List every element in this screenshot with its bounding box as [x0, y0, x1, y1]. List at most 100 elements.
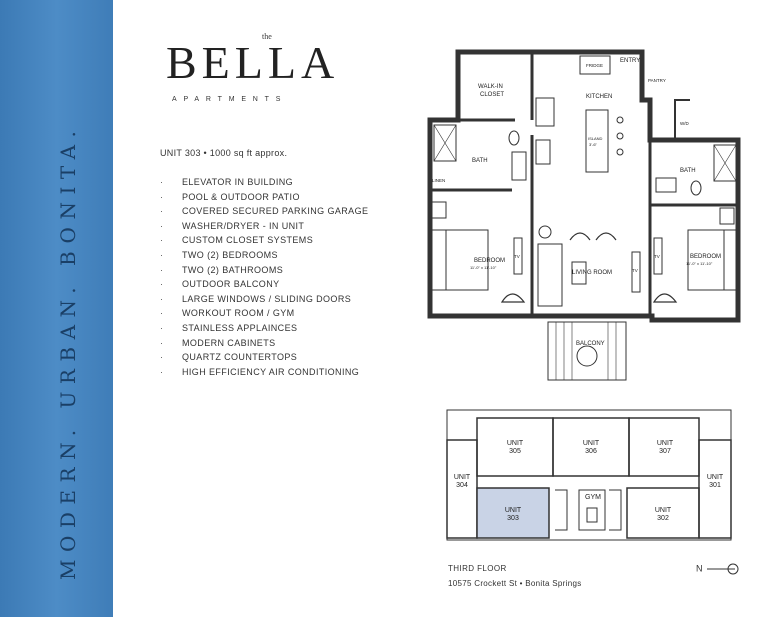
- feature-item: ·COVERED SECURED PARKING GARAGE: [160, 204, 368, 219]
- unit-302-num: 302: [657, 515, 669, 522]
- third-floor-plan: UNIT 305 UNIT 306 UNIT 307 UNIT 304 UNIT…: [446, 409, 732, 541]
- unit-307-box: [628, 417, 700, 477]
- fridge-box: [579, 55, 611, 75]
- unit-306-word: UNIT: [583, 440, 600, 447]
- unit-307-num: 307: [659, 448, 671, 455]
- bullet: ·: [160, 264, 164, 275]
- address: 10575 Crockett St • Bonita Springs: [448, 579, 582, 588]
- unit-305-box: [476, 417, 554, 477]
- unit-303-word: UNIT: [505, 507, 522, 514]
- feature-item: ·POOL & OUTDOOR PATIO: [160, 190, 368, 205]
- label-tv-left: TV: [514, 254, 520, 259]
- label-bedroom-left: BEDROOM: [474, 258, 505, 264]
- balcony-table: [576, 345, 598, 367]
- bullet: ·: [160, 249, 164, 260]
- feature-item: ·OUTDOOR BALCONY: [160, 277, 368, 292]
- label-linen: LINEN: [432, 178, 445, 183]
- unit-304-box: [446, 439, 478, 539]
- side-band: MODERN. URBAN. BONITA.: [0, 0, 113, 617]
- feature-item: ·WORKOUT ROOM / GYM: [160, 306, 368, 321]
- unit-303-box: [476, 487, 550, 539]
- range: [535, 97, 555, 127]
- bullet: ·: [160, 308, 164, 319]
- chair-left: [500, 293, 526, 303]
- toilet: [690, 180, 702, 196]
- unit-306-box: [552, 417, 630, 477]
- unit-307-word: UNIT: [657, 440, 674, 447]
- bullet: ·: [160, 293, 164, 304]
- vanity: [655, 177, 677, 193]
- unit-303-num: 303: [507, 515, 519, 522]
- unit-305-num: 305: [509, 448, 521, 455]
- feature-list: ·ELEVATOR IN BUILDING ·POOL & OUTDOOR PA…: [160, 175, 368, 379]
- feature-item: ·TWO (2) BEDROOMS: [160, 248, 368, 263]
- label-fridge: FRIDGE: [586, 63, 603, 68]
- feature-item: ·MODERN CABINETS: [160, 336, 368, 351]
- gym-label: GYM: [585, 494, 601, 501]
- balcony-deck: [547, 321, 627, 381]
- tagline: MODERN. URBAN. BONITA.: [56, 123, 80, 580]
- unit-305-word: UNIT: [507, 440, 524, 447]
- bullet: ·: [160, 279, 164, 290]
- logo-the: the: [262, 32, 272, 41]
- label-bath-left: BATH: [472, 158, 488, 164]
- unit-304-num: 304: [456, 482, 468, 489]
- label-wd: W/D: [680, 121, 689, 126]
- vanity: [511, 151, 527, 181]
- label-kitchen: KITCHEN: [586, 94, 612, 100]
- outer-walls: [427, 49, 741, 323]
- logo-subtitle: APARTMENTS: [172, 96, 288, 103]
- unit-302-box: [626, 487, 700, 539]
- unit-floor-plan: WALK-IN CLOSET FRIDGE ENTRY PANTRY KITCH…: [427, 49, 741, 381]
- feature-item: ·LARGE WINDOWS / SLIDING DOORS: [160, 292, 368, 307]
- bullet: ·: [160, 191, 164, 202]
- label-bedroom-left-dim: 11'-0" x 11'-10": [470, 265, 497, 270]
- shower: [713, 144, 737, 182]
- unit-304-word: UNIT: [454, 474, 471, 481]
- feature-item: ·CUSTOM CLOSET SYSTEMS: [160, 233, 368, 248]
- wd-wall: [674, 99, 690, 140]
- bullet: ·: [160, 337, 164, 348]
- logo-name: BELLA: [166, 37, 340, 88]
- gym-box: [578, 489, 606, 531]
- shower: [433, 124, 457, 162]
- bullet: ·: [160, 235, 164, 246]
- label-bath-right: BATH: [680, 168, 696, 174]
- label-closet: CLOSET: [480, 92, 504, 98]
- unit-301-box: [698, 439, 732, 539]
- bullet: ·: [160, 177, 164, 187]
- label-walk-in: WALK-IN: [478, 84, 503, 90]
- feature-item: ·QUARTZ COUNTERTOPS: [160, 350, 368, 365]
- label-living-room: LIVING ROOM: [572, 270, 612, 276]
- north-arrow: N: [696, 563, 741, 575]
- bullet: ·: [160, 206, 164, 217]
- bullet: ·: [160, 220, 164, 231]
- chair-right: [652, 293, 678, 303]
- label-bedroom-right: BEDROOM: [690, 254, 721, 260]
- label-balcony: BALCONY: [576, 341, 605, 347]
- label-island-dim: 3'-6": [589, 142, 598, 147]
- label-tv-right: TV: [654, 254, 660, 259]
- feature-item: ·WASHER/DRYER - IN UNIT: [160, 219, 368, 234]
- feature-item: ·TWO (2) BATHROOMS: [160, 263, 368, 278]
- floor-label: THIRD FLOOR: [448, 564, 507, 573]
- feature-item: ·ELEVATOR IN BUILDING: [160, 175, 368, 190]
- label-island: ISLAND: [588, 136, 603, 141]
- toilet: [508, 130, 520, 146]
- bullet: ·: [160, 322, 164, 333]
- sofa: [537, 243, 563, 307]
- label-bedroom-right-dim: 11'-0" x 11'-10": [686, 261, 713, 266]
- unit-302-word: UNIT: [655, 507, 672, 514]
- unit-line: UNIT 303 • 1000 sq ft approx.: [160, 148, 288, 158]
- bullet: ·: [160, 352, 164, 363]
- feature-item: ·HIGH EFFICIENCY AIR CONDITIONING: [160, 365, 368, 380]
- feature-item: ·STAINLESS APPLAINCES: [160, 321, 368, 336]
- coffee-table: [571, 261, 587, 285]
- bullet: ·: [160, 366, 164, 377]
- island: [585, 109, 609, 173]
- north-arrow-icon: [707, 563, 739, 575]
- bed-right: [687, 229, 739, 291]
- unit-301-num: 301: [709, 482, 721, 489]
- north-label: N: [696, 563, 703, 574]
- chairs: [569, 232, 617, 241]
